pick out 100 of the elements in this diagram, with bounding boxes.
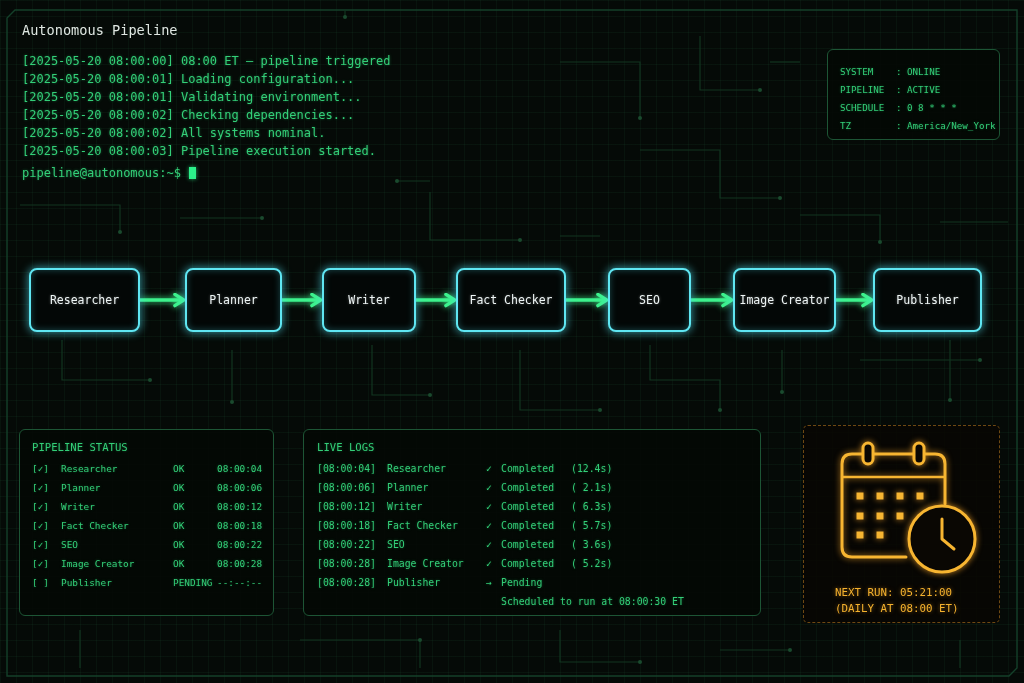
info-value: America/New_York [907, 119, 996, 131]
duration: ( 6.3s) [571, 501, 613, 512]
schedule-panel [803, 425, 1000, 623]
log-line: [2025-05-20 08:00:03] Pipeline execution started. [22, 143, 376, 160]
status-text: Completed [501, 482, 555, 493]
timestamp: [08:00:12] [317, 501, 376, 512]
panel-heading: LIVE LOGS [317, 441, 375, 453]
step-name: SEO [61, 539, 78, 550]
completion-label: [ ] [32, 577, 49, 588]
step-label: Image Creator [739, 293, 830, 307]
arrow [566, 292, 609, 308]
timestamp: [08:00:28] [317, 558, 376, 569]
step-name: Writer [61, 501, 95, 512]
log-note: Scheduled to run at 08:00:30 ET [501, 596, 684, 607]
schedule-note: (DAILY AT 08:00 ET) [835, 600, 959, 616]
process-box [456, 268, 566, 332]
log-line: [2025-05-20 08:00:02] All systems nominal. [22, 125, 326, 142]
status-text: OK [173, 539, 185, 550]
timestamp: 08:00:22 [217, 539, 263, 550]
arrow [836, 292, 874, 308]
status-text: Completed [501, 520, 555, 531]
info-value: ACTIVE [907, 83, 941, 95]
step-name: Publisher [61, 577, 112, 588]
status-text: Pending [501, 577, 543, 588]
panel-heading: PIPELINE STATUS [32, 441, 128, 453]
status-text: OK [173, 501, 185, 512]
info-key: SYSTEM [840, 65, 874, 77]
log-line: [2025-05-20 08:00:01] Loading configuration... [22, 71, 355, 88]
timestamp: 08:00:12 [217, 501, 263, 512]
status-text: Completed [501, 501, 555, 512]
process-box [873, 268, 982, 332]
timestamp: 08:00:04 [217, 463, 263, 474]
step-label: SEO [639, 293, 660, 307]
completion-label: [✓] [32, 463, 49, 474]
completion-label: [✓] [32, 520, 49, 531]
log-line: [2025-05-20 08:00:01] Validating environment... [22, 89, 362, 106]
timestamp: [08:00:18] [317, 520, 376, 531]
timestamp: 08:00:06 [217, 482, 263, 493]
status-text: Completed [501, 558, 555, 569]
duration: ( 5.7s) [571, 520, 613, 531]
key-separator: : [896, 101, 902, 113]
step-name: Publisher [387, 577, 441, 588]
status-symbol: ✓ [486, 463, 492, 474]
step-label: Researcher [49, 293, 120, 307]
duration: (12.4s) [571, 463, 613, 474]
step-name: Writer [387, 501, 423, 512]
status-text: OK [173, 520, 185, 531]
step-name: Researcher [61, 463, 118, 474]
duration: ( 5.2s) [571, 558, 613, 569]
duration: ( 3.6s) [571, 539, 613, 550]
log-line: [2025-05-20 08:00:02] Checking dependencies... [22, 107, 355, 124]
process-box [733, 268, 836, 332]
completion-label: [✓] [32, 558, 49, 569]
timestamp: --:--:-- [217, 577, 263, 588]
timestamp: [08:00:06] [317, 482, 376, 493]
status-text: OK [173, 482, 185, 493]
step-label: Publisher [896, 293, 959, 307]
step-name: Image Creator [61, 558, 135, 569]
status-symbol: ✓ [486, 558, 492, 569]
info-value: 0 8 * * * [907, 101, 957, 113]
step-label: Fact Checker [469, 293, 553, 307]
status-text: Completed [501, 539, 555, 550]
step-name: Fact Checker [387, 520, 458, 531]
status-symbol: ✓ [486, 482, 492, 493]
arrow [691, 292, 734, 308]
status-symbol: → [486, 577, 492, 588]
step-name: Image Creator [387, 558, 464, 569]
process-box [29, 268, 140, 332]
timestamp: [08:00:04] [317, 463, 376, 474]
timestamp: 08:00:28 [217, 558, 263, 569]
completion-label: [✓] [32, 482, 49, 493]
key-separator: : [896, 65, 902, 77]
timestamp: [08:00:28] [317, 577, 376, 588]
process-box [185, 268, 282, 332]
log-panel [303, 429, 761, 616]
completion-label: [✓] [32, 539, 49, 550]
info-key: SCHEDULE [840, 101, 885, 113]
command-prompt: pipeline@autonomous:~$ [22, 165, 181, 182]
status-text: PENDING [173, 577, 213, 588]
step-name: SEO [387, 539, 405, 550]
arrow [282, 292, 323, 308]
step-name: Fact Checker [61, 520, 129, 531]
info-key: PIPELINE [840, 83, 885, 95]
log-line: [2025-05-20 08:00:00] 08:00 ET — pipeline triggered [22, 53, 391, 70]
timestamp: [08:00:22] [317, 539, 376, 550]
step-name: Planner [387, 482, 429, 493]
info-value: ONLINE [907, 65, 941, 77]
key-separator: : [896, 83, 902, 95]
status-panel [19, 429, 274, 616]
duration: ( 2.1s) [571, 482, 613, 493]
status-symbol: ✓ [486, 501, 492, 512]
completion-label: [✓] [32, 501, 49, 512]
status-text: Completed [501, 463, 555, 474]
process-box [608, 268, 691, 332]
status-symbol: ✓ [486, 539, 492, 550]
timestamp: 08:00:18 [217, 520, 263, 531]
system-info-panel [827, 49, 1000, 140]
title: Autonomous Pipeline [22, 21, 178, 39]
step-name: Researcher [387, 463, 446, 474]
arrow [416, 292, 457, 308]
